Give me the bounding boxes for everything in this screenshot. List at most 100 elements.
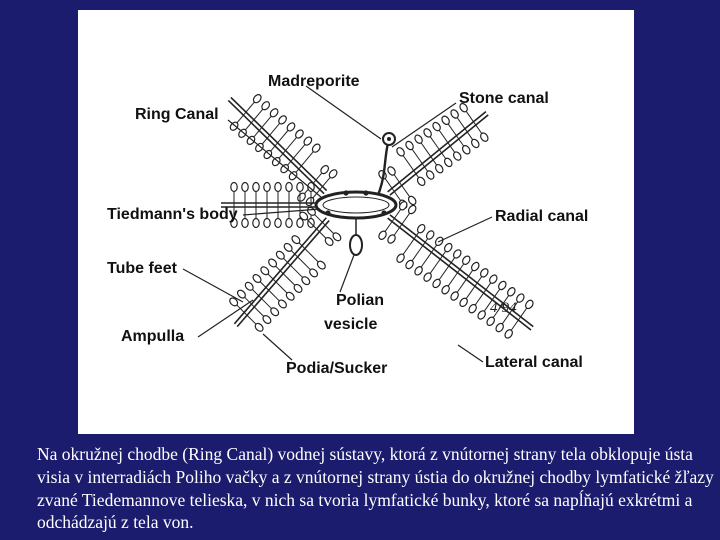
tube-foot bbox=[411, 249, 421, 262]
tiedemann-body bbox=[381, 210, 387, 216]
tube-foot bbox=[269, 290, 280, 302]
caption-text: Na okružnej chodbe (Ring Canal) vodnej s… bbox=[37, 444, 714, 533]
ampulla-bulb bbox=[275, 250, 285, 260]
ampulla-bulb bbox=[328, 169, 338, 179]
ampulla-bulb bbox=[480, 132, 489, 142]
tube-foot bbox=[500, 294, 510, 307]
label-radial-canal: Radial canal bbox=[495, 208, 589, 225]
tube-foot bbox=[308, 252, 319, 263]
ampulla-bulb bbox=[296, 217, 304, 229]
tube-foot bbox=[392, 208, 402, 221]
ampulla-bulb bbox=[269, 108, 279, 118]
ampulla-bulb bbox=[459, 102, 468, 113]
ampulla-bulb bbox=[229, 297, 239, 307]
tube-foot bbox=[295, 143, 306, 156]
ampulla-bulb bbox=[320, 164, 330, 175]
stone-canal bbox=[376, 142, 390, 196]
tiedemann-body bbox=[363, 190, 369, 196]
ampulla-bulb bbox=[461, 255, 471, 265]
tube-foot bbox=[282, 257, 294, 269]
ampulla-bulb bbox=[316, 260, 326, 270]
ampulla-bulb bbox=[459, 297, 468, 308]
tube-foot bbox=[465, 110, 475, 123]
ampulla-bulb bbox=[387, 166, 396, 176]
ampulla-bulb bbox=[252, 94, 262, 104]
ampulla-bulb bbox=[263, 181, 271, 193]
tube-foot bbox=[474, 293, 484, 306]
ampulla-bulb bbox=[263, 149, 273, 160]
water-vascular-system-drawing bbox=[182, 85, 534, 363]
ampulla-bulb bbox=[301, 276, 311, 286]
tube-foot bbox=[447, 274, 457, 287]
ampulla-bulb bbox=[398, 201, 408, 211]
label-polian: Polian bbox=[336, 292, 385, 309]
tube-foot bbox=[316, 228, 327, 240]
ampulla-bulb bbox=[252, 181, 260, 193]
tube-foot bbox=[510, 318, 520, 331]
ampulla-bulb bbox=[423, 128, 432, 138]
ampulla-bulb bbox=[407, 195, 417, 206]
tube-foot bbox=[261, 133, 272, 145]
ampulla-bulb bbox=[498, 280, 507, 291]
tube-foot bbox=[306, 218, 317, 230]
arm-upper-right-canal-inner bbox=[387, 110, 487, 193]
ampulla-bulb bbox=[414, 134, 423, 144]
ampulla-bulb bbox=[452, 249, 462, 259]
tube-foot bbox=[464, 128, 474, 141]
leader-ring-canal bbox=[227, 119, 322, 198]
ampulla-bulb bbox=[470, 138, 480, 149]
ampulla-bulb bbox=[416, 176, 426, 187]
ampulla-bulb bbox=[254, 322, 264, 332]
ampulla-bulb bbox=[495, 322, 504, 333]
ampulla-bulb bbox=[303, 136, 313, 146]
tube-foot bbox=[446, 141, 456, 154]
ampulla-bulb bbox=[255, 142, 264, 153]
tube-foot bbox=[246, 314, 257, 325]
leader-tube-feet bbox=[182, 268, 244, 303]
artist-signature: 4/94 bbox=[490, 300, 517, 316]
tube-foot bbox=[501, 312, 511, 325]
ampulla-bulb bbox=[283, 242, 293, 252]
label-vesicle: vesicle bbox=[324, 316, 378, 333]
ampulla-bulb bbox=[332, 232, 342, 242]
leader-ampulla bbox=[197, 299, 254, 338]
tube-foot bbox=[392, 189, 402, 202]
tube-foot bbox=[402, 243, 412, 256]
ampulla-bulb bbox=[285, 181, 293, 193]
tube-foot bbox=[253, 306, 265, 318]
tube-foot bbox=[270, 122, 281, 134]
tube-foot bbox=[464, 269, 474, 282]
ampulla-bulb bbox=[434, 163, 444, 174]
ampulla-bulb bbox=[516, 293, 525, 303]
ampulla-bulb bbox=[252, 274, 262, 284]
ampulla-bulb bbox=[238, 128, 247, 138]
label-podia-sucker: Podia/Sucker bbox=[286, 360, 388, 377]
ampulla-bulb bbox=[425, 230, 435, 240]
tube-foot bbox=[438, 268, 448, 281]
leader-radial-canal bbox=[437, 216, 493, 243]
tube-foot bbox=[393, 173, 403, 187]
ampulla-bulb bbox=[470, 261, 480, 272]
ampulla-bulb bbox=[480, 268, 489, 278]
ampulla-bulb bbox=[278, 115, 287, 125]
leader-madreporite bbox=[305, 85, 382, 140]
ampulla-bulb bbox=[324, 236, 334, 246]
tube-foot bbox=[456, 280, 466, 294]
tube-foot bbox=[313, 213, 325, 225]
tube-foot bbox=[518, 307, 528, 320]
ampulla-bulb bbox=[405, 140, 414, 151]
tiedemann-body bbox=[325, 210, 331, 216]
ampulla-bulb bbox=[293, 283, 303, 293]
leader-podia-sucker bbox=[262, 333, 293, 361]
ampulla-bulb bbox=[468, 303, 477, 314]
label-tube-feet: Tube feet bbox=[107, 260, 177, 277]
label-stone-canal: Stone canal bbox=[459, 90, 549, 107]
tube-foot bbox=[428, 244, 438, 257]
label-madreporite: Madreporite bbox=[268, 73, 360, 90]
ampulla-bulb bbox=[268, 258, 278, 268]
tube-foot bbox=[473, 122, 483, 135]
tube-foot bbox=[419, 237, 429, 251]
ampulla-bulb bbox=[296, 181, 304, 193]
ampulla-bulb bbox=[246, 135, 256, 145]
label-tiedmanns-body: Tiedmann's body bbox=[107, 206, 238, 223]
